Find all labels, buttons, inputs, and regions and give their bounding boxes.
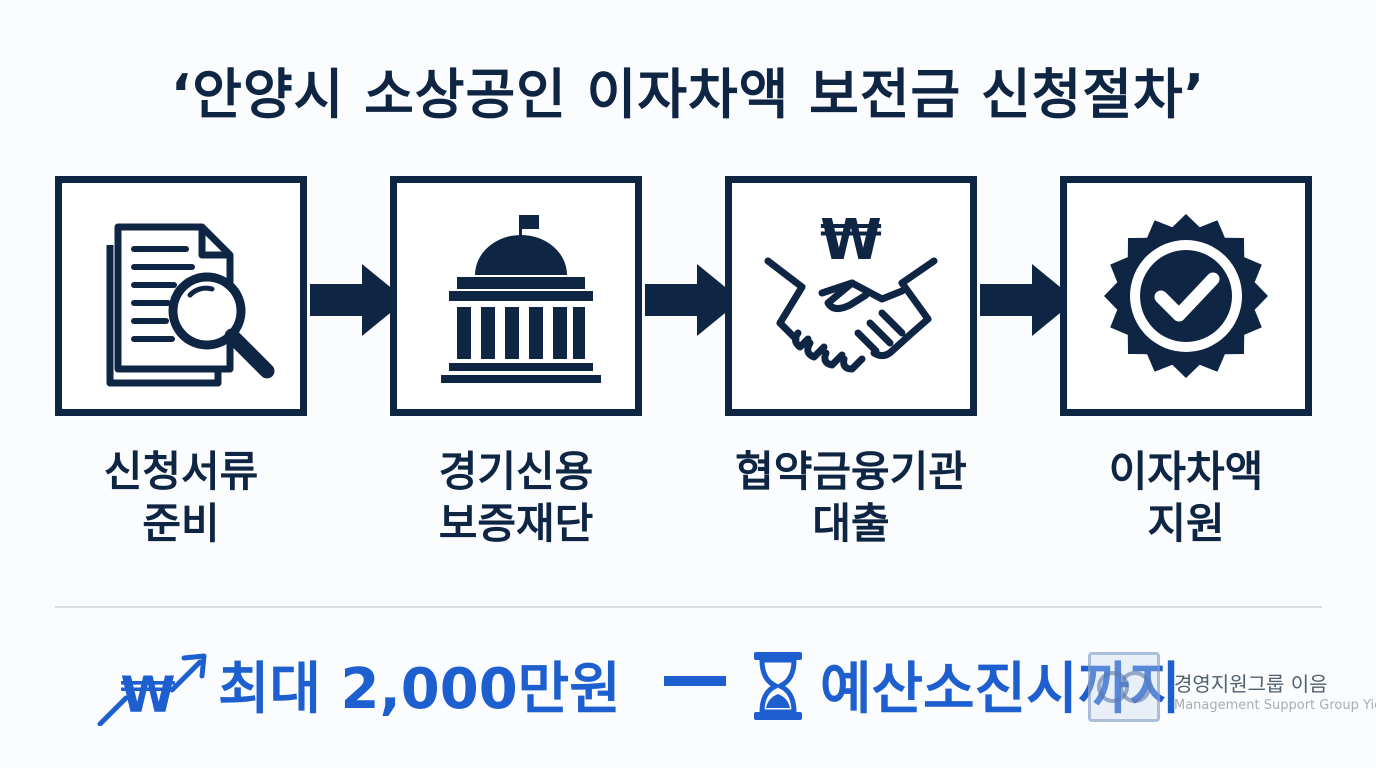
step-1-label-line2: 준비: [142, 499, 220, 548]
government-building-icon: [441, 215, 601, 383]
won-symbol: ₩: [820, 208, 882, 273]
step-3-label-line2: 대출: [812, 499, 890, 548]
watermark-logo-icon: [1097, 671, 1151, 703]
bottom-banner: ₩ 최대 2,000만원 예산소진시까지: [0, 640, 1376, 730]
arrow-icon: [645, 264, 741, 336]
step-1-label: 신청서류 준비: [21, 446, 341, 550]
step-3-box: ₩: [725, 176, 977, 416]
arrow-icon: [980, 264, 1076, 336]
page-title: ‘안양시 소상공인 이자차액 보전금 신청절차’: [170, 63, 1206, 126]
watermark-name: 경영지원그룹 이음: [1174, 672, 1328, 696]
step-1-box: [55, 176, 307, 416]
watermark-logo: [1088, 652, 1160, 722]
divider: [55, 606, 1322, 608]
step-4-box: [1060, 176, 1312, 416]
watermark: 경영지원그룹 이음 Management Support Group Yieum: [1088, 652, 1376, 724]
handshake-won-icon: ₩: [764, 208, 938, 373]
step-2-label-line1: 경기신용: [438, 447, 594, 496]
step-3-label: 협약금융기관 대출: [691, 446, 1011, 550]
step-2-label-line2: 보증재단: [438, 499, 594, 548]
arrow-icon: [310, 264, 406, 336]
watermark-subtitle: Management Support Group Yieum: [1174, 698, 1376, 713]
won-growth-icon: ₩: [97, 653, 207, 726]
hourglass-icon: [754, 652, 802, 720]
document-search-icon: [106, 223, 275, 387]
step-4-label-line1: 이자차액: [1108, 447, 1264, 496]
max-amount-text: 최대 2,000만원: [218, 657, 621, 722]
dash-separator: [664, 676, 726, 686]
step-4-label-line2: 지원: [1147, 499, 1225, 548]
step-2-label: 경기신용 보증재단: [356, 446, 676, 550]
won-symbol: ₩: [120, 666, 175, 724]
badge-check-icon: [1104, 214, 1268, 378]
step-4-label: 이자차액 지원: [1026, 446, 1346, 550]
step-1-label-line1: 신청서류: [103, 447, 259, 496]
step-2-box: [390, 176, 642, 416]
step-3-label-line1: 협약금융기관: [735, 447, 967, 496]
